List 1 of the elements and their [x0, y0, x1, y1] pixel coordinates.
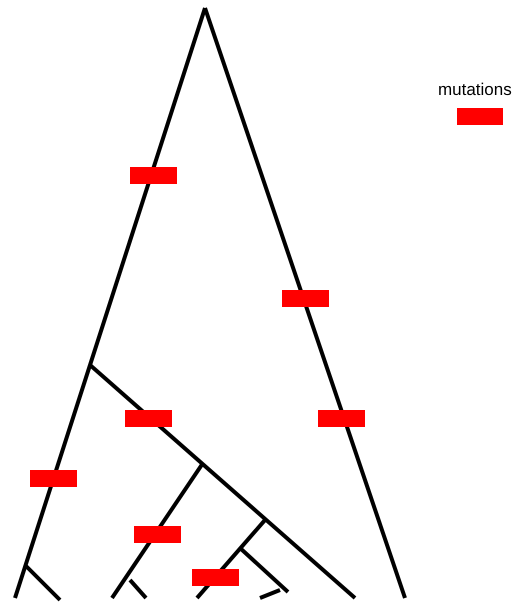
legend-label: mutations [438, 80, 512, 100]
